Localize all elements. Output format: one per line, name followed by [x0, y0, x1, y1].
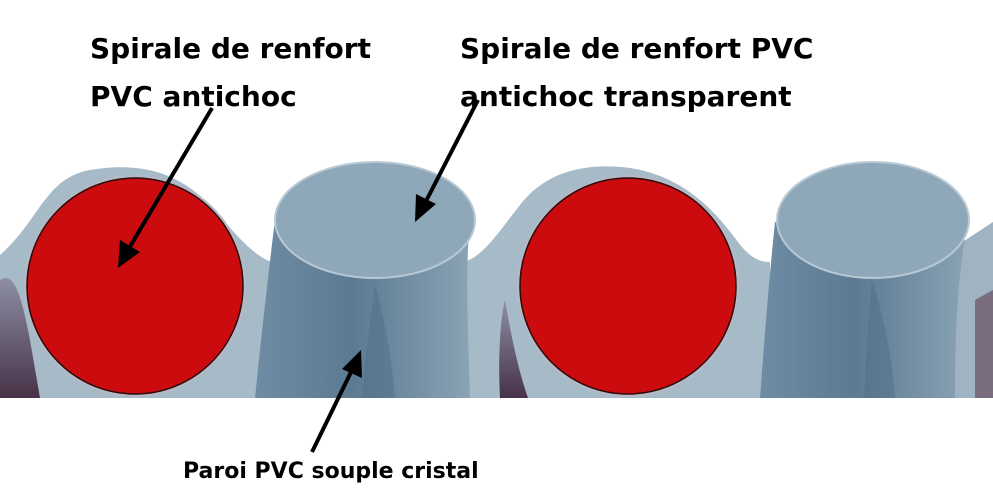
wall-shadow: [0, 278, 40, 398]
label-line: Spirale de renfort: [90, 32, 371, 65]
wall-shadow: [975, 290, 993, 398]
arrow-red-spiral: [118, 106, 214, 268]
transparent-spiral: [255, 161, 476, 398]
red-spiral: [517, 175, 739, 397]
red-spiral: [24, 175, 246, 397]
transparent-spiral: [760, 161, 970, 398]
label-line: Spirale de renfort PVC: [460, 32, 814, 65]
label-line: PVC antichoc: [90, 80, 297, 113]
arrow-wall: [310, 350, 362, 453]
wall-shadow: [499, 300, 528, 398]
transparent-spiral-label: Spirale de renfort PVC antichoc transpar…: [460, 25, 813, 121]
label-line: antichoc transparent: [460, 80, 792, 113]
red-spiral-label: Spirale de renfort PVC antichoc: [90, 25, 371, 121]
arrow-transparent-spiral: [415, 99, 480, 222]
wall-label: Paroi PVC souple cristal: [183, 459, 479, 484]
